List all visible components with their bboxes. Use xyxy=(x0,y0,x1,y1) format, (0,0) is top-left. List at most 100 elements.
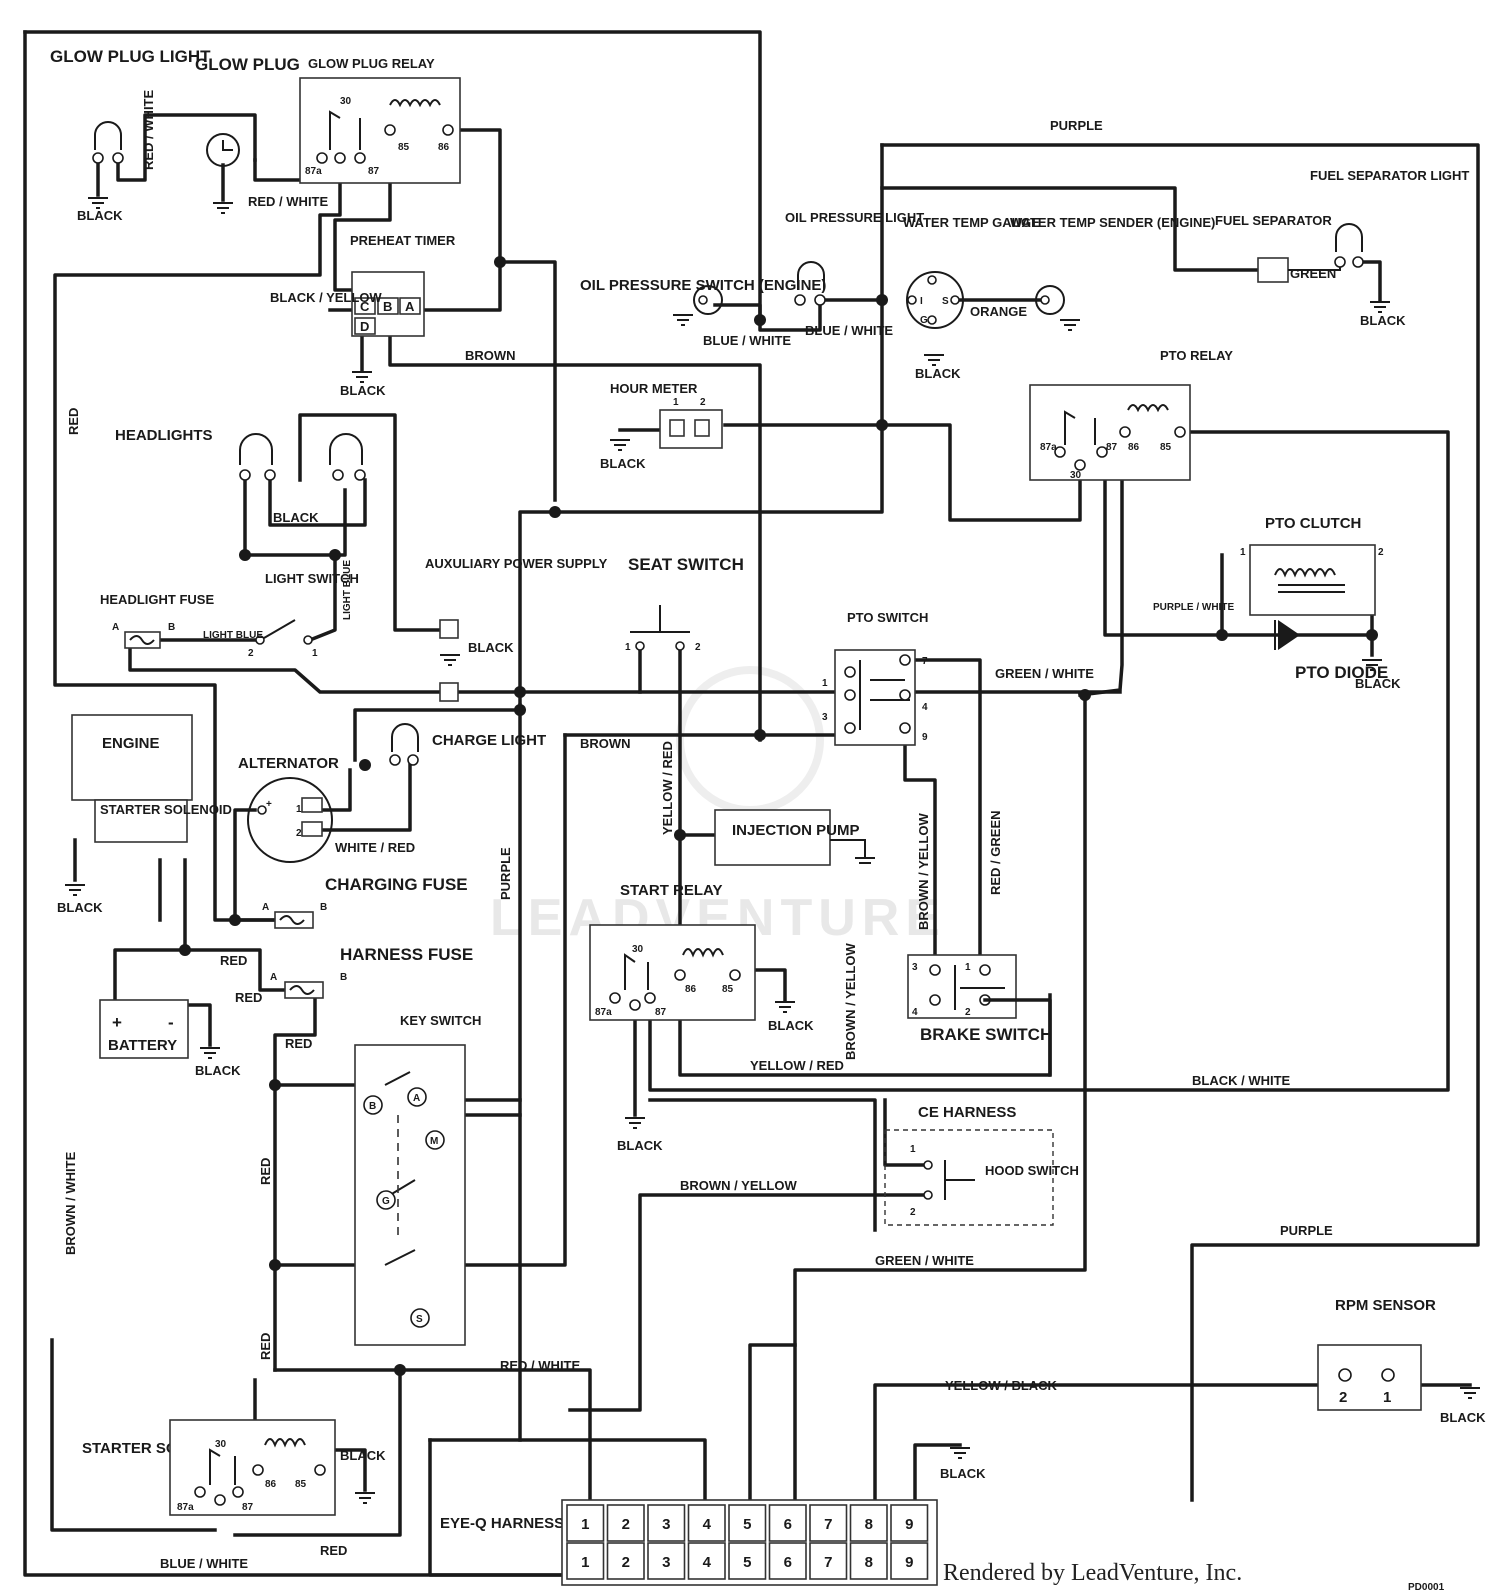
wire-conn-left xyxy=(428,1438,572,1577)
preheat-timer: PREHEAT TIMER C B A D BLACK / YELLOW BLA… xyxy=(270,233,516,398)
wire-label: BROWN / WHITE xyxy=(63,1151,78,1255)
connector-pin-label: 9 xyxy=(905,1516,913,1533)
wire-fuse-light xyxy=(128,638,442,694)
terminal-label: 2 xyxy=(695,642,701,653)
ce-harness-box xyxy=(884,1129,1054,1226)
connector-cell xyxy=(687,1542,726,1580)
wire-purple-main xyxy=(518,143,884,1442)
alt-terminal xyxy=(301,797,323,813)
connector-pin-label: 7 xyxy=(824,1516,832,1533)
ce-harness: CE HARNESS 1 2 HOOD SWITCH xyxy=(884,1104,1079,1226)
harness-fuse: HARNESS FUSE A B RED RED xyxy=(235,945,473,1051)
connector-pin-label: 3 xyxy=(662,1516,670,1533)
pin xyxy=(1074,459,1086,471)
wire-label: RED / WHITE xyxy=(500,1358,580,1373)
wire-label: BLACK xyxy=(77,208,123,223)
wire-label: GREEN / WHITE xyxy=(995,666,1094,681)
relay-coil-icon xyxy=(389,99,441,108)
wire-red-white-glow xyxy=(116,113,257,182)
terminal-label: 86 xyxy=(265,1479,277,1490)
connector-cell xyxy=(566,1542,605,1580)
terminal-label: + xyxy=(112,1013,122,1032)
wire-label: PURPLE / WHITE xyxy=(1153,602,1234,613)
connector-cell xyxy=(768,1542,807,1580)
oil-pressure-light-label: OIL PRESSURE LIGHT xyxy=(785,210,924,225)
terminal-label: 2 xyxy=(965,1007,971,1018)
connector-pin-label: 8 xyxy=(865,1516,873,1533)
pin xyxy=(354,152,366,164)
terminal-label: 2 xyxy=(296,828,302,839)
relay-box xyxy=(169,1419,336,1516)
connector-cell xyxy=(809,1504,848,1542)
ground-icon xyxy=(924,354,944,366)
wire-harness-fuse xyxy=(183,948,292,992)
wire-blue-white xyxy=(713,303,822,332)
pin xyxy=(923,1190,933,1200)
connector-cell xyxy=(890,1504,929,1542)
connector-pin-label: 2 xyxy=(622,1516,630,1533)
wire-conn-gnd xyxy=(913,1443,962,1502)
wire-brown-yellow xyxy=(903,743,937,967)
junction xyxy=(394,1364,406,1376)
pin xyxy=(332,469,344,481)
wire-left-frame xyxy=(23,30,572,1577)
pin xyxy=(1174,426,1186,438)
terminal-label: 1 xyxy=(822,678,828,689)
pin xyxy=(384,124,396,136)
wire-red-white-conn xyxy=(273,1368,592,1502)
pto-switch: PTO SWITCH 1 3 7 4 9 xyxy=(822,610,928,746)
terminal-label: 87a xyxy=(177,1502,194,1513)
connector-pin-label: 5 xyxy=(743,1554,751,1571)
relay-contact-icon xyxy=(1064,410,1096,445)
wire-label: BLACK xyxy=(195,1063,241,1078)
connector-pin-label: 6 xyxy=(784,1516,792,1533)
timer-terminal xyxy=(399,297,421,315)
key-contact-icon xyxy=(389,1179,416,1196)
light-switch: LIGHT SWITCH 2 1 LIGHT BLUE xyxy=(248,560,359,659)
headlights-label: HEADLIGHTS xyxy=(115,427,213,444)
water-temp-sender: WATER TEMP SENDER (ENGINE) ORANGE xyxy=(970,215,1215,331)
wire-label: BLUE / WHITE xyxy=(805,323,893,338)
relay-contact-icon xyxy=(329,110,361,150)
terminal-label: M xyxy=(430,1136,438,1147)
junction xyxy=(754,314,766,326)
terminal-label: 3 xyxy=(822,712,828,723)
wire-label: BROWN / YELLOW xyxy=(843,943,858,1060)
terminal-label: 85 xyxy=(398,142,410,153)
ground-icon xyxy=(355,1492,375,1504)
pin xyxy=(1119,426,1131,438)
wire-label: BLACK xyxy=(57,900,103,915)
wire-label: BLACK / YELLOW xyxy=(270,290,382,305)
timer-terminal xyxy=(354,297,376,315)
water-temp-gauge-label: WATER TEMP GAUGE xyxy=(903,215,1040,230)
wire-black-fsl xyxy=(1356,260,1382,302)
terminal-label: 1 xyxy=(312,648,318,659)
terminal-label: 86 xyxy=(1128,442,1140,453)
diode-icon xyxy=(1278,620,1300,650)
terminal-label: B xyxy=(340,972,347,983)
connector-pin-label: 4 xyxy=(703,1554,712,1571)
pin xyxy=(314,1464,326,1476)
headlights: HEADLIGHTS BLACK xyxy=(115,427,366,525)
pin xyxy=(729,969,741,981)
junction xyxy=(514,686,526,698)
ground-icon xyxy=(775,1001,795,1013)
aux-supply-label: AUXULIARY POWER SUPPLY xyxy=(425,556,608,571)
connector-cell xyxy=(687,1504,726,1542)
pin xyxy=(1381,1368,1395,1382)
wire-white-red xyxy=(318,763,412,832)
wire-label: BLACK xyxy=(1440,1410,1486,1425)
pin xyxy=(698,295,708,305)
wire-green-fuel xyxy=(880,186,1260,272)
connector-cell xyxy=(890,1542,929,1580)
terminal-label: 87 xyxy=(655,1007,667,1018)
headlight-icon xyxy=(329,433,363,465)
alt-terminal xyxy=(301,821,323,837)
pin xyxy=(844,666,856,678)
connector-cell xyxy=(647,1504,686,1542)
brake-switch-label: BRAKE SWITCH xyxy=(920,1025,1052,1044)
ground-icon xyxy=(1060,319,1080,331)
junctions xyxy=(179,256,1378,1376)
